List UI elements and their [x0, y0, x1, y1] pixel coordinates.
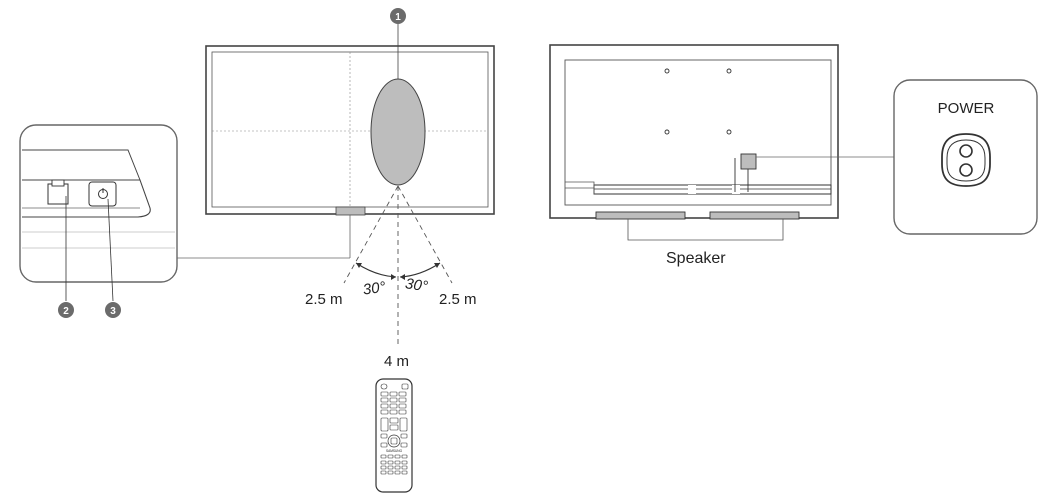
zoom-power-button	[88, 181, 117, 207]
zoom-stick-nub	[51, 179, 65, 187]
remote-info-key	[400, 433, 408, 439]
remote-number-key	[398, 397, 407, 403]
remote-buttons	[380, 383, 409, 475]
remote-number-key	[389, 403, 398, 409]
angle-label-left: 30°	[362, 279, 387, 299]
remote-source-key	[401, 383, 409, 390]
remote-color-key	[394, 454, 401, 459]
remote-control: SAMSUNG	[375, 378, 413, 493]
remote-function-key	[387, 465, 394, 470]
vesa-hole-1	[664, 68, 670, 74]
remote-color-key	[387, 454, 394, 459]
arc-arrow-left-a	[356, 263, 362, 268]
callout-3-line	[107, 198, 114, 302]
callout-badge-2-label: 2	[63, 306, 69, 317]
speaker-right	[709, 211, 800, 220]
front-tv	[205, 24, 495, 216]
angle-arc-left	[355, 262, 397, 278]
viewing-angle-lines	[343, 185, 453, 345]
remote-number-key	[380, 403, 389, 409]
control-stick-zoom	[19, 124, 351, 302]
remote-channel-rocker	[399, 417, 408, 432]
remote-return-key	[380, 442, 388, 448]
speaker-label: Speaker	[666, 250, 726, 267]
power-socket-inner	[946, 139, 986, 182]
vesa-hole-3	[664, 129, 670, 135]
power-socket	[941, 133, 991, 187]
callout-badge-3-label: 3	[110, 306, 116, 317]
vesa-hole-2	[726, 68, 732, 74]
remote-volume-rocker	[380, 417, 389, 432]
power-label: POWER	[938, 100, 995, 117]
arc-arrow-right-b	[434, 263, 440, 268]
power-pin-top	[959, 144, 973, 158]
back-tv-panel	[564, 59, 832, 206]
callout-badge-1-label: 1	[395, 12, 401, 23]
power-port-marker	[740, 153, 757, 170]
remote-color-key	[380, 454, 387, 459]
power-cable	[734, 158, 749, 192]
remote-number-key	[380, 409, 389, 415]
arc-arrow-right-a	[400, 274, 405, 280]
remote-menu-key	[380, 433, 388, 439]
remote-number-key	[398, 403, 407, 409]
power-zoom	[756, 79, 1038, 235]
remote-function-key	[387, 460, 394, 465]
remote-function-key	[394, 470, 401, 475]
angle-line-right	[397, 185, 453, 284]
remote-function-key	[380, 460, 387, 465]
vesa-hole-4	[726, 129, 732, 135]
remote-number-key	[398, 391, 407, 397]
arc-arrow-left-b	[391, 274, 396, 280]
remote-guide-key	[389, 424, 399, 431]
angle-label-right: 30°	[404, 275, 429, 295]
remote-sensor-area	[370, 78, 426, 186]
remote-function-key	[380, 470, 387, 475]
remote-number-key	[389, 397, 398, 403]
remote-number-key	[398, 409, 407, 415]
zoom-tv-back-top	[22, 149, 141, 181]
distance-label-left: 2.5 m	[305, 291, 343, 308]
distance-label-center: 4 m	[384, 353, 409, 370]
remote-number-key	[380, 397, 389, 403]
speaker-bracket	[627, 219, 784, 241]
remote-number-key	[389, 391, 398, 397]
remote-function-key	[401, 460, 408, 465]
back-left-vent	[565, 181, 595, 194]
remote-function-key	[401, 465, 408, 470]
remote-brand-logo: SAMSUNG	[386, 449, 403, 453]
remote-color-key	[401, 454, 408, 459]
remote-function-key	[380, 465, 387, 470]
remote-power-key	[380, 383, 388, 390]
power-pin-bottom	[959, 163, 973, 177]
callout-badge-3: 3	[105, 302, 121, 318]
remote-function-key	[387, 470, 394, 475]
remote-mute-key	[389, 417, 399, 424]
remote-number-key	[389, 409, 398, 415]
control-stick-marker	[335, 206, 366, 216]
remote-function-key	[394, 465, 401, 470]
callout-badge-2: 2	[58, 302, 74, 318]
callout-badge-1: 1	[390, 8, 406, 24]
speaker-left	[595, 211, 686, 220]
angle-line-left	[343, 185, 399, 284]
remote-function-key	[394, 460, 401, 465]
remote-number-key	[380, 391, 389, 397]
remote-ok-key	[390, 437, 398, 445]
zoom-tv-back-edge	[22, 179, 151, 218]
remote-function-key	[401, 470, 408, 475]
remote-exit-key	[400, 442, 408, 448]
distance-label-right: 2.5 m	[439, 291, 477, 308]
back-tv	[549, 44, 839, 241]
zoom-stick-button	[47, 183, 69, 205]
